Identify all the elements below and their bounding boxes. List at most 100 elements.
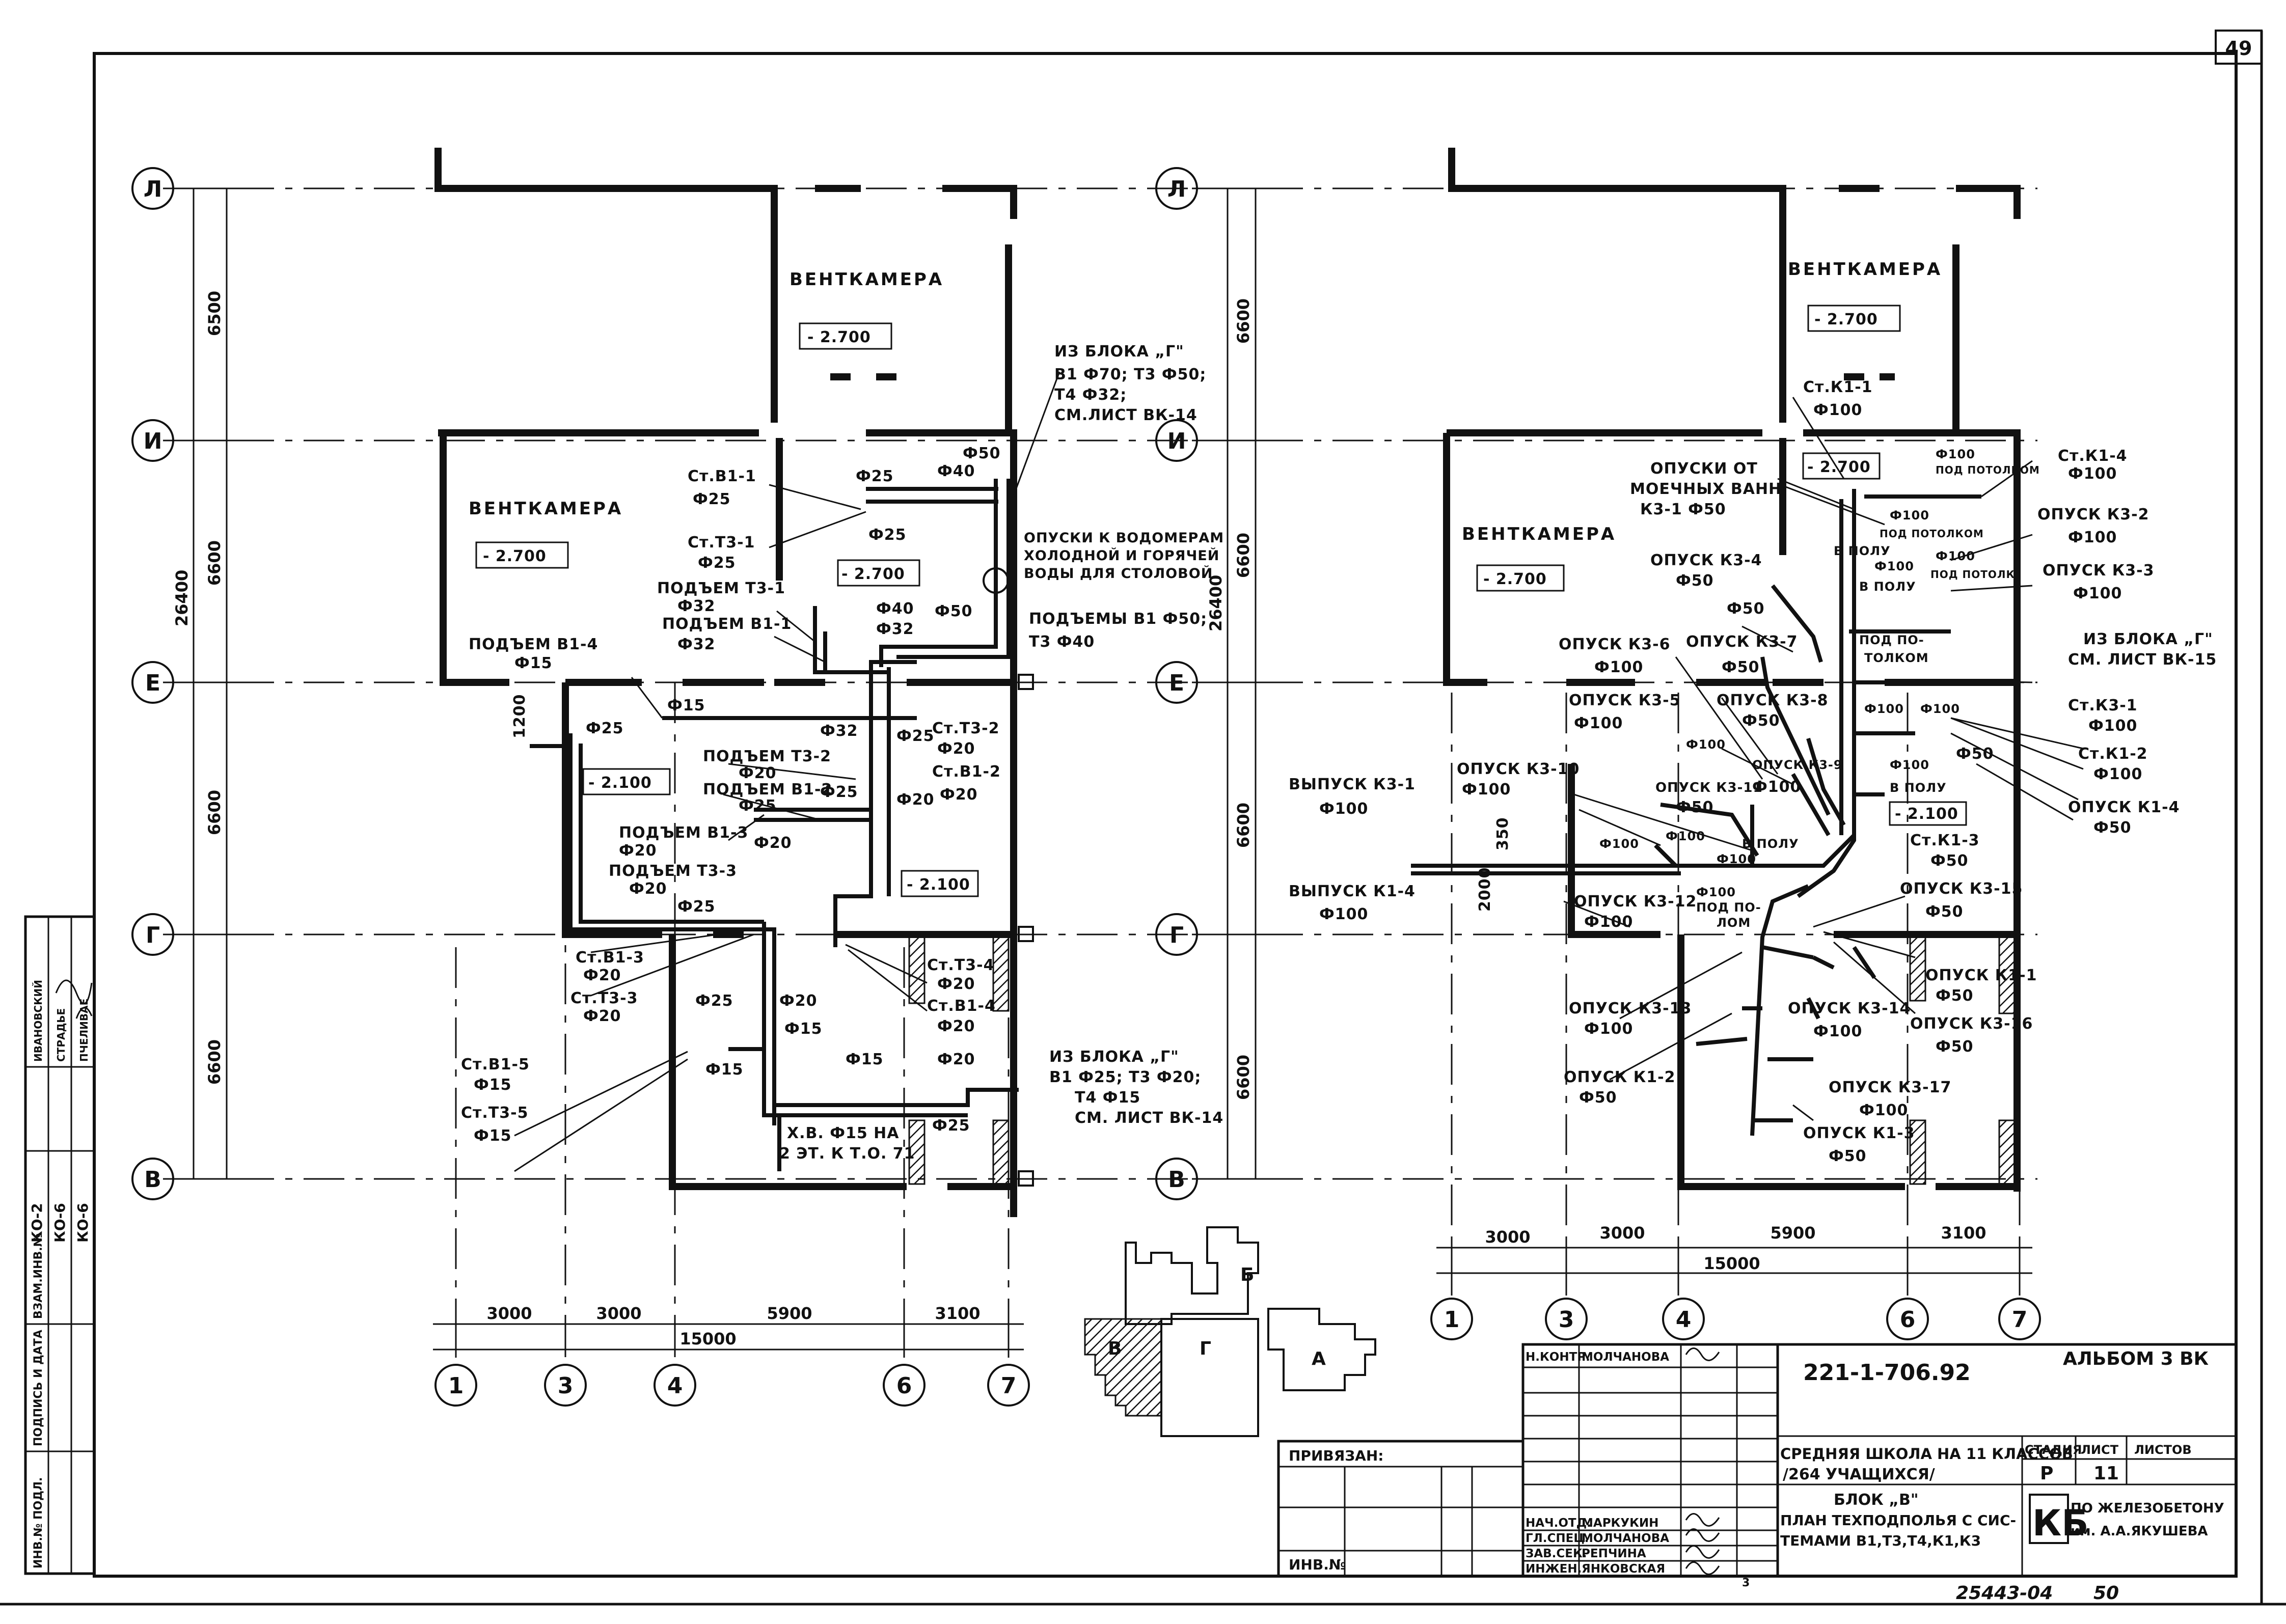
label-st-k1-1: Ст.К1-1 — [1803, 378, 1873, 396]
label-st-k1-2: Ст.К1-2 — [2078, 745, 2148, 763]
side-stamp-name-1: ИВАНОВСКИЙ — [32, 980, 44, 1062]
label: Т3 Ф40 — [1029, 633, 1095, 651]
axis-bubble-row — [1155, 167, 1198, 210]
tb-role-inzhen: ИНЖЕН. — [1526, 1562, 1582, 1576]
dim-left-row-3: 6600 — [205, 790, 224, 835]
label: Ф32 — [677, 636, 716, 653]
axis-bubble-row — [131, 661, 174, 704]
label: Ф100 — [1319, 905, 1368, 923]
label-st-v1-4: Ст.В1-4 — [927, 997, 996, 1015]
dim-left-col-2: 3000 — [596, 1304, 641, 1323]
tb-sheets-header: ЛИСТОВ — [2134, 1443, 2192, 1457]
level-ventkamera-top: - 2.700 — [807, 328, 871, 346]
label-opusk-k3-8: ОПУСК К3-8 — [1717, 692, 1828, 709]
label-st-t3-4: Ст.Т3-4 — [927, 956, 994, 974]
label: Ф100 — [2088, 717, 2137, 735]
axis-label-col: 1 — [1444, 1307, 1460, 1333]
axis-label-row: Л — [1167, 176, 1186, 202]
axis-bubble-col — [1662, 1298, 1705, 1340]
axis-bubble-col — [654, 1364, 696, 1407]
level-small: - 2.700 — [1807, 458, 1871, 476]
key-plan-block-g: Г — [1200, 1338, 1211, 1359]
label: Ф15 — [514, 654, 553, 672]
dim-right-row-1: 6600 — [1234, 298, 1253, 344]
tb-role-nkontr: Н.КОНТР. — [1526, 1351, 1590, 1364]
axis-bubble-row — [131, 167, 174, 210]
axis-bubble-col — [1430, 1298, 1473, 1340]
tb-org-line-2: им. А.А.ЯКУШЕВА — [2071, 1524, 2208, 1539]
label: Ф100 — [1920, 702, 1960, 716]
axis-label-row: Е — [145, 670, 160, 696]
tb-role-glspec: ГЛ.СПЕЦ. — [1526, 1532, 1589, 1545]
side-stamp-code-2: КО-6 — [51, 1203, 68, 1243]
label-opusk-k1-3: ОПУСК К1-3 — [1803, 1124, 1915, 1142]
label-opusk-k3-15: ОПУСК К3-15 — [1900, 880, 2023, 898]
stamp-bottom: 25443-04 — [1956, 1583, 2053, 1604]
label-podem-v1-1: ПОДЪЕМ В1-1 — [662, 615, 792, 633]
label: Ф40 — [876, 600, 914, 618]
axis-bubble-row — [1155, 1158, 1198, 1200]
label: Ф50 — [1742, 712, 1780, 730]
label-st-t3-1: Ст.Т3-1 — [688, 534, 755, 552]
axis-bubble-col — [544, 1364, 587, 1407]
label: Ф20 — [937, 740, 975, 758]
label-podem-t3-2: ПОДЪЕМ Т3-2 — [703, 748, 831, 765]
room-ventkamera-top: ВЕНТКАМЕРА — [790, 269, 944, 290]
axis-label-col: 3 — [558, 1373, 574, 1399]
label: Ф50 — [935, 602, 973, 620]
axis-bubble-col — [883, 1364, 926, 1407]
tb-drawing-code: 221-1-706.92 — [1803, 1360, 1971, 1386]
label: СМ. ЛИСТ ВК-15 — [2068, 651, 2217, 669]
label: Ф100 — [2093, 765, 2142, 783]
label-opusk-k3-2: ОПУСК К3-2 — [2037, 506, 2149, 524]
label-opusk-k1-1: ОПУСК К1-1 — [1925, 967, 2037, 984]
label: Ф20 — [583, 1007, 621, 1025]
tb-block-name: БЛОК „В" — [1834, 1491, 1918, 1509]
level-right-room: - 2.100 — [907, 876, 970, 894]
side-stamp-sign: ПОДПИСЬ И ДАТА — [32, 1330, 45, 1446]
label-st-k1-3: Ст.К1-3 — [1910, 832, 1980, 849]
side-stamp-vzam: ВЗАМ.ИНВ.№ — [32, 1233, 45, 1319]
label: Ф20 — [629, 880, 667, 898]
tb-org-line-1: ПО ЖЕЛЕЗОБЕТОНУ — [2071, 1501, 2224, 1516]
dim-right-total-height: 26400 — [1206, 575, 1226, 631]
label-st-t3-2: Ст.Т3-2 — [932, 720, 999, 737]
label: Ф100 — [1686, 737, 1726, 752]
label: Ф100 — [1874, 559, 1914, 573]
axis-label-col: 1 — [448, 1373, 464, 1399]
label: В1 Ф25; Т3 Ф20; — [1049, 1068, 1201, 1086]
side-stamp-inv: ИНВ.№ ПОДЛ. — [32, 1477, 45, 1568]
dim-left-col-3: 5900 — [767, 1304, 812, 1323]
label-st-k1-4: Ст.К1-4 — [2058, 447, 2128, 465]
tb-sheet-title-2: ТЕМАМИ В1,Т3,Т4,К1,К3 — [1780, 1532, 1981, 1549]
label: ПОД ПО- — [1696, 900, 1761, 915]
label-podem-t3-1: ПОДЪЕМ Т3-1 — [657, 580, 785, 597]
level-mid: - 2.700 — [841, 565, 905, 583]
tb-sheet-header: ЛИСТ — [2081, 1443, 2119, 1457]
room-ventkamera-top: ВЕНТКАМЕРА — [1788, 259, 1942, 280]
label-st-k3-1: Ст.К3-1 — [2068, 697, 2138, 714]
tb-sheet-title-1: ПЛАН ТЕХПОДПОЛЬЯ С СИС- — [1780, 1512, 2016, 1529]
tb-name-inzhen: ЯНКОВСКАЯ — [1582, 1562, 1665, 1576]
dim-right-col-1: 3000 — [1485, 1227, 1530, 1247]
side-stamp: ИНВ.№ ПОДЛ. ПОДПИСЬ И ДАТА ВЗАМ.ИНВ.№ ИВ… — [24, 915, 96, 1575]
label: Ф50 — [2093, 819, 2132, 837]
key-plan: Б В Г А — [1084, 1226, 1376, 1437]
label: В ПОЛУ — [1890, 781, 1947, 795]
label: Ф50 — [1936, 1038, 1974, 1056]
label-podemy-v1: ПОДЪЕМЫ В1 Ф50; — [1029, 610, 1207, 628]
key-plan-block-b: Б — [1240, 1264, 1254, 1285]
label: Ф20 — [619, 842, 657, 860]
level-right-room: - 2.100 — [1895, 805, 1958, 823]
label: Ф20 — [739, 764, 777, 782]
label: Ф15 — [705, 1061, 744, 1079]
dim-right-total-width: 15000 — [1703, 1254, 1760, 1273]
tb-copy-mark: 3 — [1742, 1577, 1750, 1589]
axis-bubble-row — [1155, 661, 1198, 704]
label-vypusk-k1-4: ВЫПУСК К1-4 — [1289, 883, 1416, 900]
label: К3-1 Ф50 — [1640, 501, 1726, 518]
tb-name-nkontr: МОЛЧАНОВА — [1582, 1351, 1669, 1364]
axis-bubble-col — [1545, 1298, 1588, 1340]
label: Ф20 — [754, 834, 792, 852]
